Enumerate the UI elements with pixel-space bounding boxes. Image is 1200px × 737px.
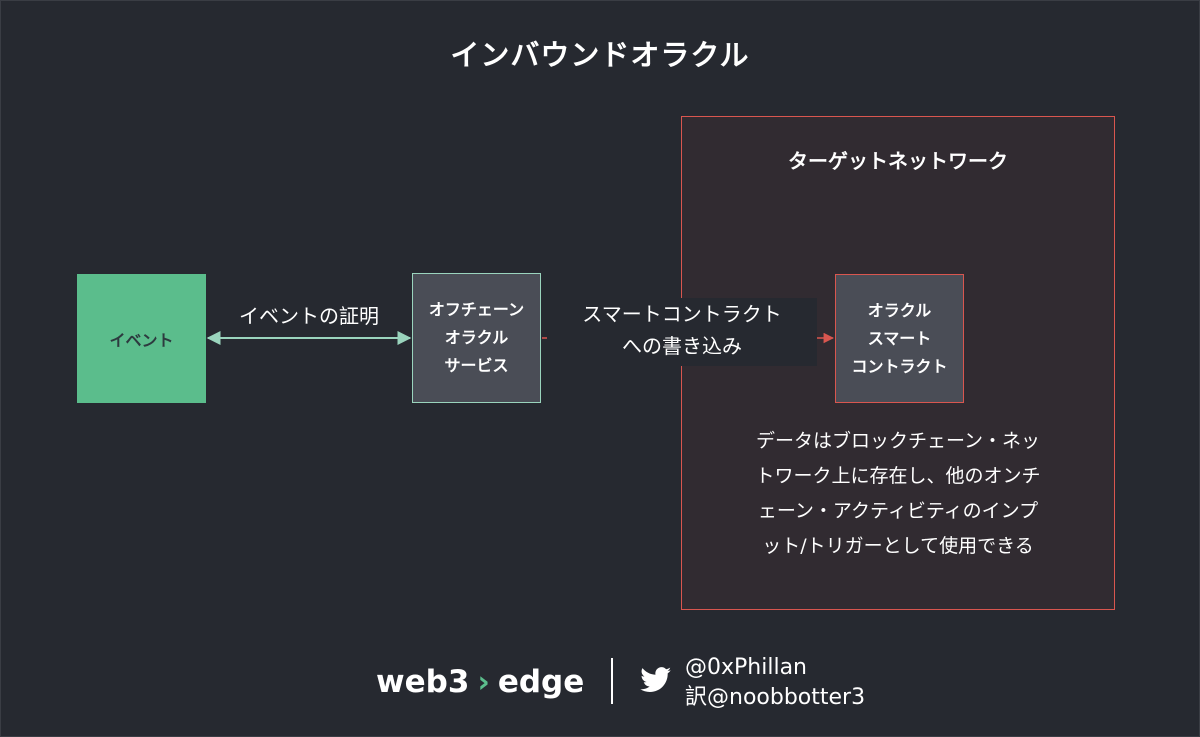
oracle-contract-line: コントラクト xyxy=(851,356,948,376)
diagram-title: インバウンドオラクル xyxy=(450,38,750,72)
write-edge-label-line: への書き込み xyxy=(622,334,742,358)
offchain-oracle-line: オラクル xyxy=(444,328,509,347)
brand-left: web3 xyxy=(376,664,470,700)
data-description: データはブロックチェーン・ネッ トワーク上に存在し、他のオンチ ェーン・アクティ… xyxy=(698,424,1098,564)
translator-handle[interactable]: 訳@noobbotter3 xyxy=(685,685,866,710)
author-handle[interactable]: @0xPhillan xyxy=(685,655,807,680)
oracle-contract-node: オラクル スマート コントラクト xyxy=(835,274,964,403)
event-node: イベント xyxy=(77,274,206,403)
footer-divider xyxy=(611,658,613,704)
data-description-line: ェーン・アクティビティのインプ xyxy=(757,500,1039,522)
write-edge-label-line: スマートコントラクト xyxy=(582,302,782,326)
data-description-line: ット/トリガーとして使用できる xyxy=(762,535,1034,557)
data-description-line: データはブロックチェーン・ネッ xyxy=(755,430,1041,452)
brand-chevron-icon: › xyxy=(477,664,490,700)
write-edge-label: スマートコントラクト への書き込み xyxy=(547,298,817,366)
twitter-icon xyxy=(640,667,672,692)
offchain-oracle-line: サービス xyxy=(444,356,509,375)
target-network-title: ターゲットネットワーク xyxy=(788,149,1008,173)
data-description-line: トワーク上に存在し、他のオンチ xyxy=(755,465,1041,487)
brand-logo: web3 › edge xyxy=(376,660,584,704)
offchain-oracle-line: オフチェーン xyxy=(428,300,525,319)
oracle-contract-line: スマート xyxy=(867,328,932,348)
brand-right: edge xyxy=(497,664,585,700)
credits: @0xPhillan 訳@noobbotter3 xyxy=(685,653,865,713)
oracle-contract-line: オラクル xyxy=(867,300,932,320)
proof-edge-label: イベントの証明 xyxy=(239,304,379,328)
offchain-oracle-node: オフチェーン オラクル サービス xyxy=(412,273,541,403)
